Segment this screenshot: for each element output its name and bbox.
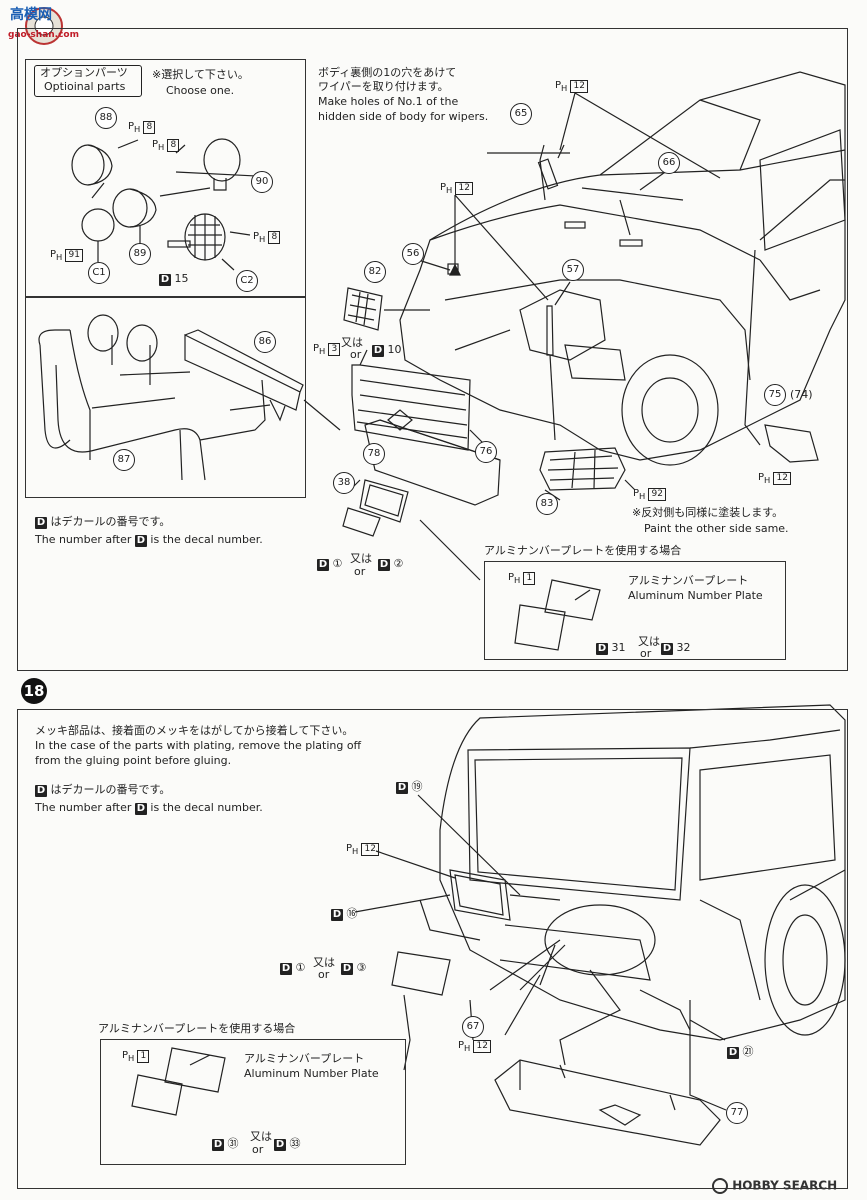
part-57: 57 — [562, 259, 584, 281]
part-89: 89 — [129, 243, 151, 265]
alu-plate-en-bottom: Aluminum Number Plate — [244, 1067, 379, 1080]
paint-code-4: PH 91 — [50, 249, 83, 262]
watermark-emblem-icon — [25, 7, 63, 45]
or-5: 又は — [250, 1130, 272, 1143]
decal-tag-21: D ㉑ — [727, 1045, 754, 1059]
alu-case-bottom: アルミナンバープレートを使用する場合 — [98, 1022, 296, 1035]
decal-tag-31b: D ㉛ — [212, 1137, 239, 1151]
part-65: 65 — [510, 103, 532, 125]
decal-tag-32: D 32 — [661, 641, 691, 655]
decal-tag-rear-3: D ③ — [341, 961, 367, 975]
options-panel — [25, 59, 306, 298]
decal-tag-rear-1: D ① — [280, 961, 306, 975]
decal-tag-plate-1: D ① — [317, 557, 343, 571]
paint-code-8: PH 92 — [633, 488, 666, 501]
decal-tag-19: D ⑲ — [396, 780, 423, 794]
part-88: 88 — [95, 107, 117, 129]
decal-tag-16: D ⑯ — [331, 907, 358, 921]
or-1-en: or — [350, 348, 362, 361]
decal-tag-10: D 10 — [372, 343, 402, 357]
or-3-en: or — [640, 647, 652, 660]
part-78: 78 — [363, 443, 385, 465]
paint-code-7: PH 3 — [313, 343, 341, 356]
decal-tag-15: D 15 — [159, 272, 189, 286]
step-18-frame — [17, 709, 848, 1189]
alu-box-bottom — [100, 1039, 406, 1165]
step-number: 18 — [21, 678, 47, 704]
plating-jp: メッキ部品は、接着面のメッキをはがしてから接着して下さい。 — [35, 724, 354, 737]
wiper-note-en-1: Make holes of No.1 of the — [318, 95, 459, 108]
hobby-search-logo-icon — [712, 1178, 728, 1194]
plating-en-2: from the gluing point before gluing. — [35, 754, 232, 767]
paint-code-12: PH 12 — [458, 1040, 491, 1053]
part-38: 38 — [333, 472, 355, 494]
option-title-box — [34, 65, 142, 97]
option-title-jp: オプションパーツ — [40, 66, 128, 79]
fog-lamp-88-drawing — [71, 144, 105, 186]
part-74: (74) — [790, 388, 813, 401]
paint-other-jp: ※反対側も同様に塗装します。 — [632, 506, 784, 519]
paint-code-3: PH 8 — [253, 231, 281, 244]
alu-plate-jp-top: アルミナンバープレート — [628, 574, 749, 587]
part-67: 67 — [462, 1016, 484, 1038]
part-87: 87 — [113, 449, 135, 471]
part-c1: C1 — [88, 262, 110, 284]
part-75: 75 — [764, 384, 786, 406]
or-2: 又は — [350, 552, 372, 565]
decal-tag-31: D 31 — [596, 641, 626, 655]
part-56: 56 — [402, 243, 424, 265]
part-86: 86 — [254, 331, 276, 353]
or-5-en: or — [252, 1143, 264, 1156]
or-4-en: or — [318, 968, 330, 981]
choose-en: Choose one. — [166, 84, 235, 97]
part-c2: C2 — [236, 270, 258, 292]
paint-code-5: PH 12 — [555, 80, 588, 93]
part-83: 83 — [536, 493, 558, 515]
plating-en-1: In the case of the parts with plating, r… — [35, 739, 362, 752]
wiper-note-en-2: hidden side of body for wipers. — [318, 110, 489, 123]
decal-note-jp: D はデカールの番号です。 — [35, 515, 171, 529]
wiper-note-jp-2: ワイパーを取り付けます。 — [318, 80, 449, 93]
paint-code-2: PH 8 — [152, 139, 180, 152]
part-77: 77 — [726, 1102, 748, 1124]
option-title-en: Optioinal parts — [44, 80, 126, 93]
hobby-search-watermark: HOBBY SEARCH — [712, 1178, 837, 1194]
watermark-domain: gao-shan.com — [8, 30, 79, 40]
alu-box-top — [484, 561, 786, 660]
alu-plate-en-top: Aluminum Number Plate — [628, 589, 763, 602]
part-66: 66 — [658, 152, 680, 174]
alu-case-top: アルミナンバープレートを使用する場合 — [484, 544, 682, 557]
or-2-en: or — [354, 565, 366, 578]
or-1: 又は — [341, 336, 363, 349]
paint-code-6: PH 12 — [440, 182, 473, 195]
or-4: 又は — [313, 956, 335, 969]
decal-note-en: The number after D is the decal number. — [35, 533, 263, 547]
part-82: 82 — [364, 261, 386, 283]
decal-tag-plate-2: D ② — [378, 557, 404, 571]
watermark-logo: 高模网 gao-shan.com — [4, 4, 84, 52]
decal-note-jp-2: D はデカールの番号です。 — [35, 783, 171, 797]
choose-jp: ※選択して下さい。 — [152, 68, 249, 81]
accessories-panel — [25, 296, 306, 498]
decal-note-en-2: The number after D is the decal number. — [35, 801, 263, 815]
paint-code-10: PH 1 — [508, 572, 536, 585]
car-rear-outline — [439, 704, 846, 1041]
paint-code-11: PH 12 — [346, 843, 379, 856]
part-76: 76 — [475, 441, 497, 463]
wiper-note-jp-1: ボディ裏側の1の穴をあけて — [318, 66, 457, 79]
paint-code-13: PH 1 — [122, 1050, 150, 1063]
paint-code-1: PH 8 — [128, 121, 156, 134]
paint-code-9: PH 12 — [758, 472, 791, 485]
decal-tag-33: D ㉝ — [274, 1137, 301, 1151]
watermark-brand: 高模网 — [10, 7, 52, 23]
top-step-frame — [17, 28, 848, 671]
or-3: 又は — [638, 635, 660, 648]
alu-plate-jp-bottom: アルミナンバープレート — [244, 1052, 365, 1065]
part-90: 90 — [251, 171, 273, 193]
paint-other-en: Paint the other side same. — [644, 522, 789, 535]
